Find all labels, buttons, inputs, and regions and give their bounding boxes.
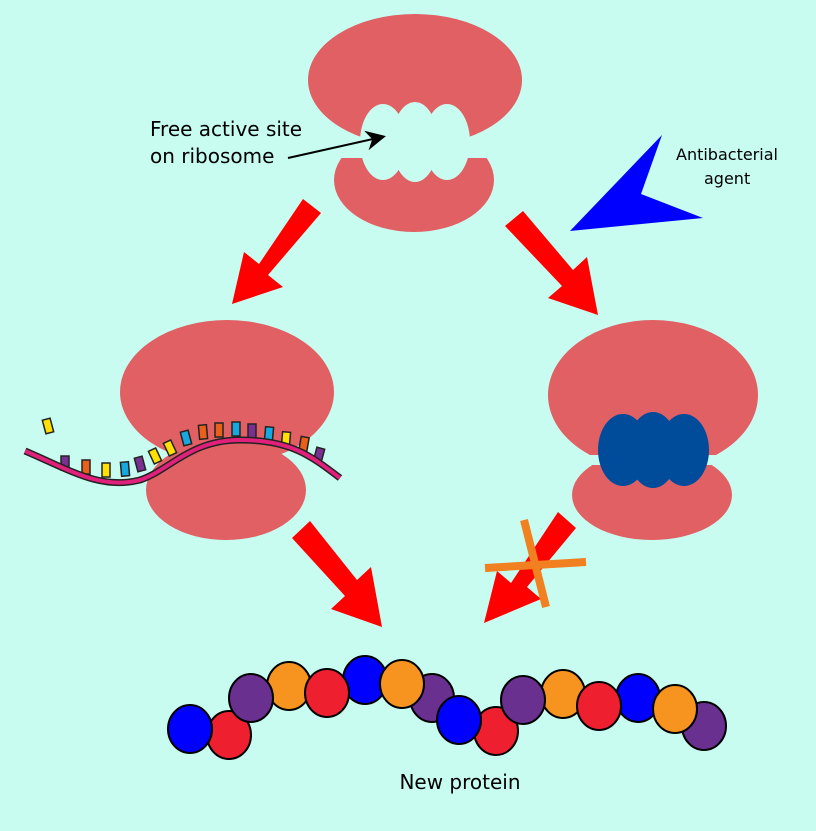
- amino-acid-bead: [500, 675, 546, 725]
- codon: [41, 417, 55, 435]
- arrow-bottom-left: [292, 521, 382, 627]
- codon: [179, 429, 193, 447]
- blocked-cross-icon: [484, 519, 587, 608]
- new-protein-chain: [167, 655, 727, 760]
- arrow-top-left: [232, 199, 321, 304]
- amino-acid-bead: [436, 695, 482, 745]
- codon: [147, 446, 163, 466]
- process-arrows: [232, 199, 598, 627]
- amino-acid-bead: [167, 704, 213, 754]
- amino-acid-bead: [576, 681, 622, 731]
- codon: [133, 455, 147, 473]
- codon: [162, 438, 178, 458]
- arrow-top-right: [505, 211, 598, 315]
- bound-antibacterial-agent: [598, 412, 709, 488]
- translating-ribosome: [120, 320, 334, 540]
- protein-label: New protein: [399, 770, 520, 794]
- amino-acid-bead: [304, 668, 350, 718]
- codon: [247, 423, 257, 439]
- antibacterial-label: Antibacterial agent: [676, 145, 783, 188]
- codon: [101, 462, 111, 478]
- codon: [214, 422, 224, 438]
- antibacterial-agent-icon: [570, 135, 703, 231]
- amino-acid-bead: [652, 684, 698, 734]
- active-site: [355, 102, 495, 182]
- amino-acid-bead: [379, 659, 425, 709]
- codon: [197, 423, 209, 441]
- codon: [231, 421, 241, 437]
- codon: [119, 460, 131, 478]
- blocked-ribosome: [548, 320, 758, 540]
- free-ribosome: [308, 14, 522, 232]
- amino-acid-bead: [228, 673, 274, 723]
- mrna-codons: [41, 417, 326, 478]
- active-site-label: Free active site on ribosome: [150, 117, 308, 168]
- codon: [81, 459, 91, 475]
- pointer-arrow: [287, 130, 386, 159]
